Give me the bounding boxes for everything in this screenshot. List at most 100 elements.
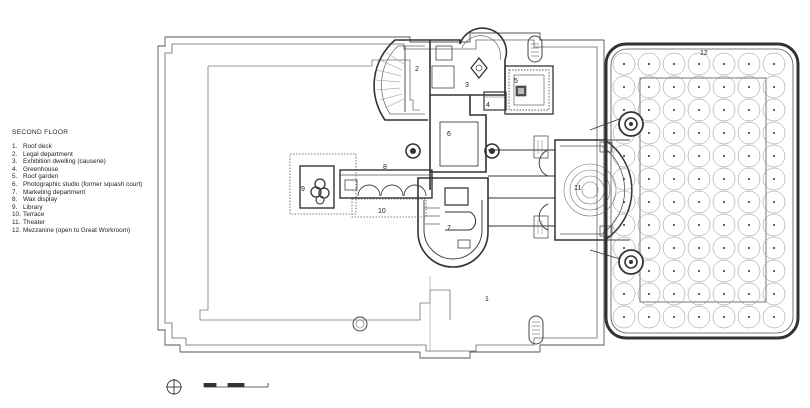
mezzanine-column-bay: [712, 259, 736, 283]
legend-item-number: 4.: [12, 165, 18, 173]
mezzanine-column-bay: [612, 167, 636, 191]
mezzanine-column-bay: [737, 52, 761, 76]
mezzanine-column: [698, 178, 700, 180]
mezzanine-column-bay: [737, 190, 761, 214]
room-label-12: 12: [700, 50, 708, 57]
mezzanine-column: [723, 270, 725, 272]
legend-item-text: Photographic studio (former squash court…: [23, 180, 143, 188]
mezzanine-column-bay: [687, 121, 711, 145]
mezzanine-column: [698, 316, 700, 318]
mezzanine-column: [723, 109, 725, 111]
mezzanine-column-bay: [637, 190, 661, 214]
mezzanine-column-bay: [762, 52, 786, 76]
marketing-department: 7: [417, 177, 489, 268]
mezzanine-column: [673, 293, 675, 295]
mezzanine-column: [723, 201, 725, 203]
mezzanine-column: [773, 201, 775, 203]
mezzanine-column-bay: [662, 213, 686, 237]
mezzanine-column: [773, 293, 775, 295]
bridge-corridors: [488, 135, 555, 239]
mezzanine-column-bay: [737, 259, 761, 283]
legend-item: 8. Wax display: [12, 196, 172, 204]
mezzanine-column-bay: [687, 98, 711, 122]
mezzanine-column-bay: [712, 121, 736, 145]
mezzanine-column: [773, 270, 775, 272]
mezzanine-column-bay: [737, 282, 761, 306]
mezzanine-column: [673, 224, 675, 226]
scale-bar: [203, 383, 269, 388]
mezzanine-column-bay: [712, 213, 736, 237]
mezzanine-column: [648, 293, 650, 295]
mezzanine-column: [748, 109, 750, 111]
mezzanine-column: [648, 155, 650, 157]
mezzanine-column: [648, 201, 650, 203]
mezzanine-column: [673, 247, 675, 249]
theater: 11: [538, 139, 633, 241]
theater-outer-wall: [554, 139, 633, 241]
mezzanine-column: [748, 155, 750, 157]
roof-deck: 1: [157, 32, 605, 359]
legend-item-number: 5.: [12, 173, 18, 181]
mezzanine-column-bay: [662, 282, 686, 306]
mezzanine-column: [648, 178, 650, 180]
library-wing: 9 8 10: [289, 153, 433, 218]
marketing-outer-wall: [417, 177, 489, 268]
mezzanine-column: [723, 224, 725, 226]
room-label-8: 8: [383, 164, 387, 171]
mezzanine-column: [748, 316, 750, 318]
legend-item-text: Roof garden: [23, 173, 59, 181]
legend-item-text: Wax display: [23, 196, 58, 204]
roof-drain-inner: [355, 319, 365, 329]
legend-item-text: Mezzanine (open to Great Workroom): [23, 226, 131, 234]
legend-item-number: 6.: [12, 180, 18, 188]
room-label-7: 7: [447, 225, 451, 232]
legend-item-text: Roof deck: [23, 143, 52, 150]
legend-item: 3.Exhibition dwelling (causerie): [12, 158, 172, 166]
mezzanine-column-bay: [662, 121, 686, 145]
legend-item-number: 8.: [12, 196, 18, 204]
legend-item-text: Terrace: [23, 211, 45, 219]
legend-item: 2.Legal department: [12, 151, 172, 159]
mezzanine-column-bay: [762, 75, 786, 99]
mezzanine-column-bay: [687, 213, 711, 237]
mezzanine-column-bay: [762, 259, 786, 283]
mezzanine-column-bay: [612, 75, 636, 99]
room-label-2: 2: [415, 66, 419, 73]
mezzanine-column-bay: [712, 236, 736, 260]
mezzanine-column: [723, 86, 725, 88]
mezzanine-column-bay: [712, 75, 736, 99]
terrace-room: [351, 198, 427, 218]
legend-item-number: 10.: [12, 211, 21, 219]
mezzanine-column: [648, 63, 650, 65]
mezzanine-column: [673, 86, 675, 88]
legend-item-number: 2.: [12, 150, 18, 158]
mezzanine-column-bay: [762, 305, 786, 329]
mezzanine-column-bay: [662, 144, 686, 168]
stair-tower-top: [527, 35, 543, 63]
roof-drain: [352, 316, 368, 332]
mezzanine-column: [748, 132, 750, 134]
wax-display-room: [339, 169, 433, 199]
mezzanine-column: [623, 86, 625, 88]
mezzanine-column-bay: [712, 52, 736, 76]
legend-item: 9.Library: [12, 204, 172, 212]
photographic-studio: 6: [429, 95, 487, 190]
mezzanine-column: [623, 224, 625, 226]
mezzanine-column-grid: [612, 52, 786, 329]
legal-department: 2: [373, 39, 430, 121]
legend-item: 12.Mezzanine (open to Great Workroom): [12, 227, 172, 235]
mezzanine-column: [673, 63, 675, 65]
mezzanine-column: [748, 86, 750, 88]
mezzanine-column-bay: [637, 282, 661, 306]
mezzanine-column: [748, 63, 750, 65]
mezzanine-column-bay: [662, 305, 686, 329]
legend-item-number: 11.: [12, 218, 21, 226]
mezzanine-column-bay: [662, 190, 686, 214]
mezzanine-column: [623, 178, 625, 180]
mezzanine-column: [623, 109, 625, 111]
marketing-inner-wall: [423, 200, 483, 260]
mezzanine-column-bay: [762, 282, 786, 306]
legend-item-text: Exhibition dwelling (causerie): [23, 158, 106, 166]
mezzanine-column-bay: [687, 75, 711, 99]
mezzanine-column-bay: [612, 52, 636, 76]
